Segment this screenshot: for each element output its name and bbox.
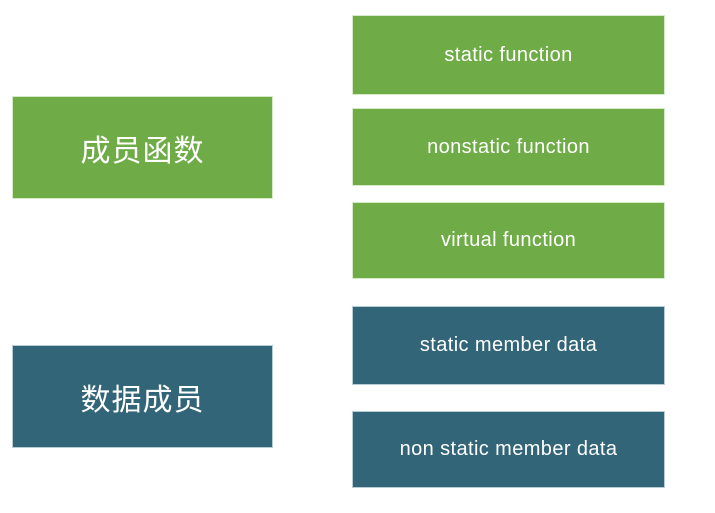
item-label-non-static-member-data: non static member data — [399, 438, 618, 460]
category-label-member-functions: 成员函数 — [80, 134, 205, 168]
item-box-nonstatic-function: nonstatic function — [352, 108, 665, 186]
item-box-virtual-function: virtual function — [352, 202, 665, 279]
category-label-data-members: 数据成员 — [80, 383, 205, 417]
item-label-static-member-data: static member data — [419, 334, 598, 356]
item-label-nonstatic-function: nonstatic function — [427, 135, 590, 158]
item-label-virtual-function: virtual function — [440, 229, 577, 251]
item-box-static-member-data: static member data — [352, 306, 665, 385]
item-label-static-function: static function — [444, 43, 573, 66]
category-box-member-functions: 成员函数 — [12, 96, 273, 199]
item-box-static-function: static function — [352, 15, 665, 95]
category-box-data-members: 数据成员 — [12, 345, 273, 448]
item-box-non-static-member-data: non static member data — [352, 411, 665, 488]
